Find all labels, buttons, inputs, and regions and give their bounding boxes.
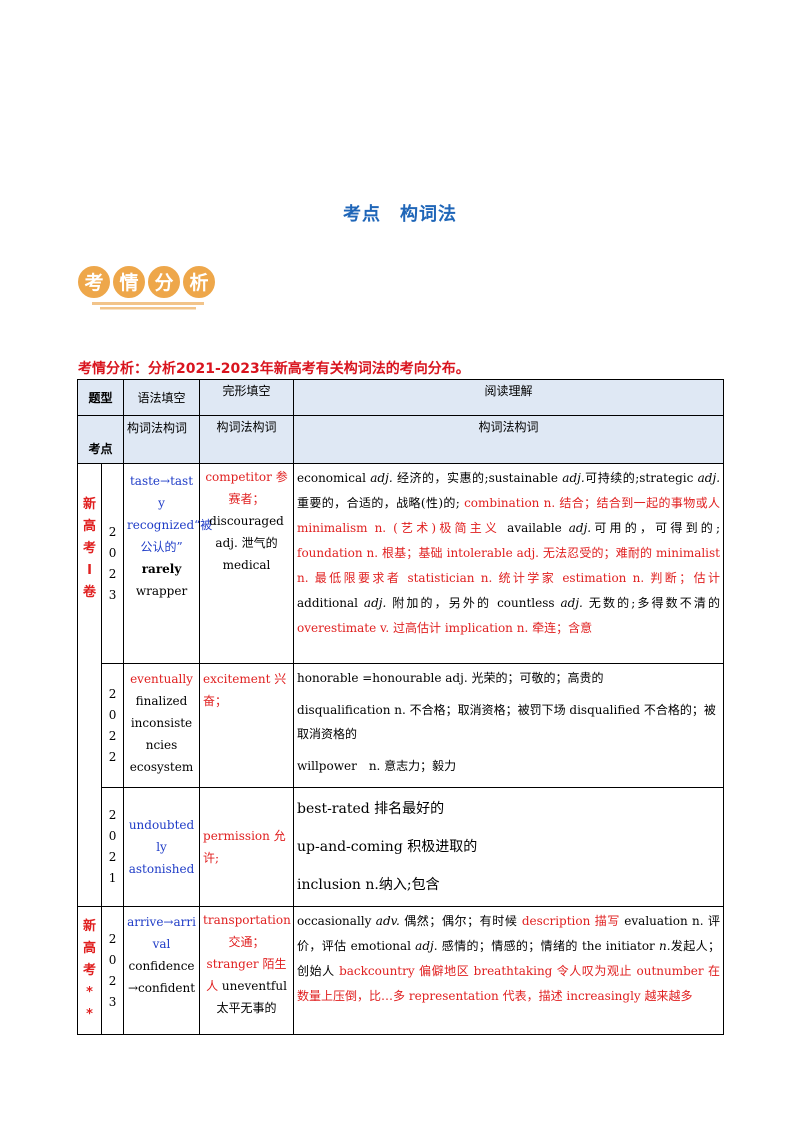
svg-text:分: 分 [154, 272, 173, 294]
section-badge: 考 情 分 析 [76, 264, 217, 310]
intro-text: 考情分析：分析2021-2023年新高考有关构词法的考向分布。 [78, 361, 470, 377]
reading-2021: best-rated 排名最好的 up-and-coming 积极进取的 inc… [293, 787, 725, 907]
header-point-cloze: 构词法构词 [199, 415, 295, 464]
svg-text:考: 考 [84, 272, 103, 294]
cloze-2022: excitement 兴奋； [199, 663, 295, 788]
header-grammar: 语法填空 [123, 379, 201, 416]
word-eventually: eventually [130, 672, 193, 686]
badge-char-4: 析 [181, 264, 217, 300]
badge-char-2: 情 [111, 264, 147, 300]
svg-text:情: 情 [119, 271, 138, 294]
word-medical: medical [222, 558, 271, 572]
badge-char-3: 分 [146, 264, 182, 300]
grammar-2022: eventually finalized inconsistencies eco… [123, 663, 201, 788]
badge-char-1: 考 [76, 264, 112, 300]
cloze-2023-b: transportation 交通； stranger 陌生人 uneventf… [199, 906, 295, 1035]
exam-table: 题型 语法填空 完形填空 阅读理解 考点 构词法构词 构词法构词 构词法构词 新… [76, 379, 725, 1035]
word-uneventful: uneventful 太平无事的 [216, 979, 287, 1015]
header-type: 题型 [76, 379, 125, 416]
header-point-reading: 构词法构词 [293, 415, 725, 464]
reading-2023-b: occasionally adv. 偶然；偶尔；有时候 description … [293, 906, 725, 1035]
header-cloze: 完形填空 [199, 379, 295, 416]
header-reading: 阅读理解 [293, 379, 725, 416]
word-competitor: competitor 参赛者； [205, 470, 288, 506]
word-taste: taste→tasty [129, 474, 194, 510]
header-row-1: 题型 语法填空 完形填空 阅读理解 [76, 379, 725, 416]
word-finalized: finalized [135, 694, 188, 708]
reading-2023: economical adj. 经济的，实惠的;sustainable adj.… [293, 463, 725, 664]
word-transportation: transportation 交通； [203, 913, 291, 949]
cloze-2023: competitor 参赛者； discouraged adj. 泄气的 med… [199, 463, 295, 664]
word-discouraged: discouraged adj. 泄气的 [209, 514, 284, 550]
header-row-2: 考点 构词法构词 构词法构词 构词法构词 [76, 415, 725, 464]
word-rarely: rarely [141, 562, 182, 576]
grammar-2021: undoubtedly astonished [123, 787, 201, 907]
svg-text:析: 析 [189, 271, 208, 294]
word-recognized: recognized“被公认的” [127, 518, 213, 554]
group-label-1: 新 高 考 I 卷 [77, 463, 102, 907]
header-point: 考点 [76, 415, 125, 464]
word-confidence: confidence→confident [127, 959, 196, 995]
reading-2022: honorable =honourable adj. 光荣的；可敬的；高贵的 d… [293, 663, 725, 788]
word-inconsistencies: inconsistencies [130, 716, 193, 752]
word-stranger: stranger 陌生人 [206, 957, 287, 993]
cloze-2021: permission 允许; [199, 787, 295, 907]
word-astonished: astonished [128, 862, 195, 876]
header-point-grammar: 构词法构词 [123, 415, 201, 464]
word-undoubtedly: undoubtedly [128, 818, 195, 854]
grammar-2023: taste→tasty recognized“被公认的” rarely wrap… [123, 463, 213, 664]
group-label-2: 新 高 考 * * [77, 906, 102, 1035]
word-arrive: arrive→arrival [127, 915, 196, 951]
page-title: 考点 构词法 [343, 204, 457, 225]
word-wrapper: wrapper [135, 584, 188, 598]
word-ecosystem: ecosystem [129, 760, 194, 774]
grammar-2023-b: arrive→arrival confidence→confident [123, 906, 201, 1035]
